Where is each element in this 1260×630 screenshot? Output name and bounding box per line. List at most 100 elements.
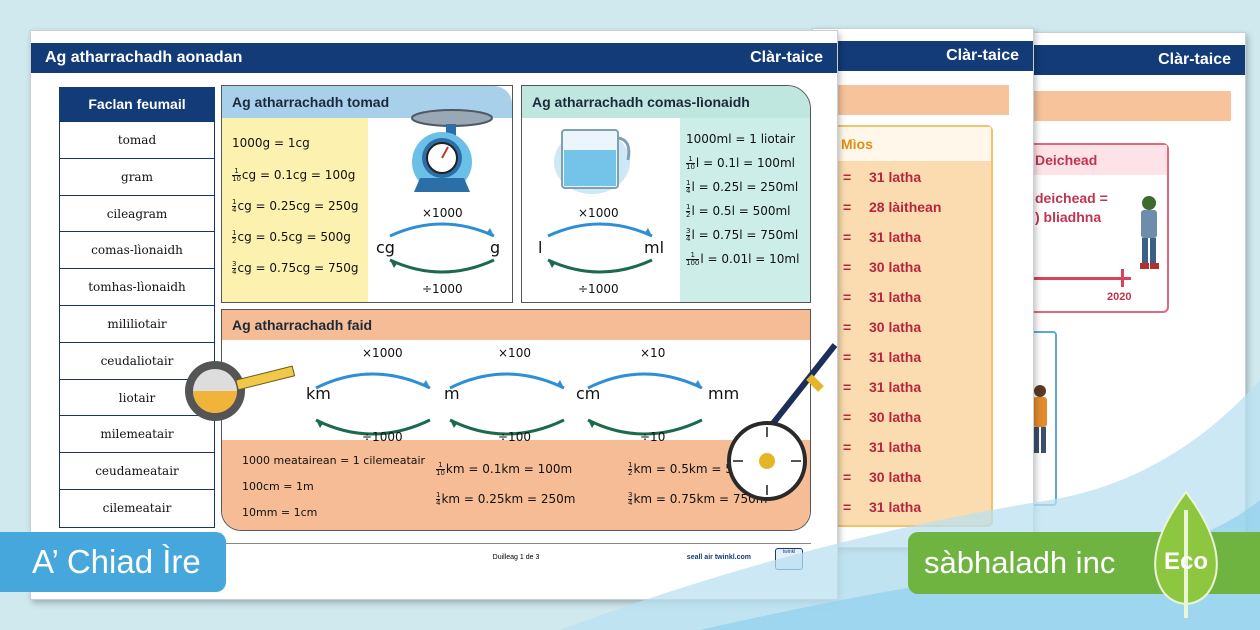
month-row-equals: = — [843, 319, 852, 335]
month-row: = 30 latha — [843, 469, 921, 485]
month-row-equals: = — [843, 469, 852, 485]
capacity-arrows — [547, 222, 653, 274]
month-row-equals: = — [843, 499, 852, 515]
month-row-equals: = — [843, 229, 852, 245]
month-row-days: 30 latha — [869, 469, 922, 485]
level-badge: A’ Chiad Ìre — [0, 532, 226, 592]
mass-multiply: ×1000 — [422, 206, 463, 220]
month-row-days: 31 latha — [869, 349, 922, 365]
measuring-jug-icon — [554, 129, 631, 194]
decade-text: deichead = ) bliadhna — [1035, 189, 1108, 227]
vocab-title: Faclan feumail — [59, 87, 215, 121]
length-arrows — [315, 372, 703, 436]
capacity-title: Ag atharrachadh comas-lìonaidh — [522, 86, 810, 118]
page-2-header-right: Clàr-taice — [946, 47, 1019, 64]
month-title: Mìos — [833, 127, 991, 161]
page-1-header-right: Clàr-taice — [750, 49, 823, 66]
length-unit: m — [444, 384, 460, 403]
length-fact: 10mm = 1cm — [242, 506, 318, 519]
month-row: = 31 latha — [843, 289, 921, 305]
mass-divide: ÷1000 — [422, 282, 463, 296]
length-fact: 1000 meatairean = 1 cilemeatair — [242, 454, 426, 467]
vocab-item: milemeatair — [60, 416, 214, 454]
month-row-days: 28 làithean — [869, 199, 942, 215]
month-row-days: 30 latha — [869, 409, 922, 425]
decade-line-2: ) bliadhna — [1035, 209, 1102, 225]
tape-measure-icon — [185, 361, 296, 421]
month-row-days: 31 latha — [869, 289, 922, 305]
month-row: =31 latha — [843, 169, 921, 185]
mass-fact-1: 1000g = 1cg — [232, 136, 310, 150]
month-row-days: 31 latha — [869, 499, 922, 515]
month-row-equals: = — [843, 199, 852, 215]
decade-title: Deichead — [1031, 145, 1167, 175]
month-row: =30 latha — [843, 259, 921, 275]
page-3-header: Clàr-taice — [1011, 45, 1245, 75]
month-row-days: 30 latha — [869, 319, 922, 335]
capacity-divide: ÷1000 — [578, 282, 619, 296]
capacity-to-unit: ml — [644, 238, 665, 257]
length-fact: 100cm = 1m — [242, 480, 314, 493]
mass-from-unit: cg — [376, 238, 395, 257]
month-row-days: 31 latha — [869, 229, 922, 245]
month-row: = 31 latha — [843, 499, 921, 515]
mass-title: Ag atharrachadh tomad — [222, 86, 512, 118]
page-1-header: Ag atharrachadh aonadan Clàr-taice — [31, 43, 837, 73]
decade-box: Deichead deichead = ) bliadhna — [1029, 143, 1169, 313]
length-divide: ÷100 — [498, 430, 531, 444]
eco-leaf-icon: Eco — [1150, 490, 1222, 620]
month-row-days: 30 latha — [869, 259, 922, 275]
vocab-item: tomad — [60, 122, 214, 159]
month-row: =31 latha — [843, 349, 921, 365]
decade-line-1: deichead = — [1035, 190, 1108, 206]
page-3-preview: Clàr-taice Deichead deichead = ) bliadhn… — [1010, 32, 1246, 552]
page-2-header: Clàr-taice — [813, 41, 1033, 71]
month-row: = 28 làithean — [843, 199, 941, 215]
vocab-item: ceudameatair — [60, 453, 214, 490]
month-row-days: 31 latha — [869, 439, 922, 455]
child-figure-2-icon — [1033, 385, 1047, 453]
capacity-multiply: ×1000 — [578, 206, 619, 220]
length-unit: km — [306, 384, 331, 403]
mass-to-unit: g — [490, 238, 501, 257]
month-row: =30 latha — [843, 409, 921, 425]
timeline-line — [1011, 277, 1131, 280]
length-multiply: ×10 — [640, 346, 666, 360]
page-2-orange-bar — [833, 85, 1009, 115]
vocab-item: cileagram — [60, 196, 214, 233]
month-row-equals: = — [843, 439, 852, 455]
length-unit: mm — [708, 384, 740, 403]
length-multiply: ×100 — [498, 346, 531, 360]
length-title: Ag atharrachadh faid — [222, 310, 810, 340]
trundle-wheel-icon — [727, 343, 837, 501]
vocab-item: mililiotair — [60, 306, 214, 343]
vocab-item: liotair — [60, 380, 214, 417]
length-unit: cm — [576, 384, 601, 403]
month-row-days: 31 latha — [869, 379, 922, 395]
page-2-preview: Clàr-taice Mìos =31 latha=28 làithean=31… — [812, 28, 1034, 548]
month-row-equals: = — [843, 289, 852, 305]
page-3-orange-bar — [1031, 91, 1231, 121]
